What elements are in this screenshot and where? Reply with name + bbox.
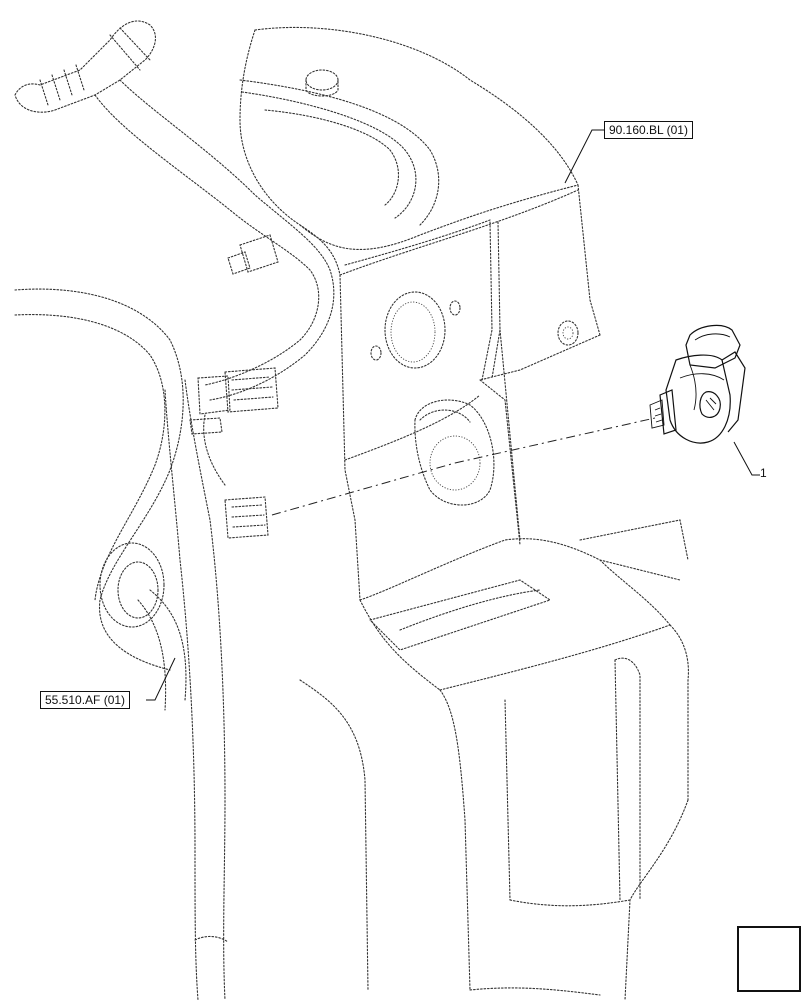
alignment-lines (271, 417, 656, 516)
cab-panel-outline (239, 26, 689, 1000)
power-socket-icon (649, 324, 746, 444)
navigation-button[interactable] (737, 926, 801, 992)
reference-label-lower[interactable]: 55.510.AF (01) (40, 691, 131, 709)
reference-label-upper[interactable]: 90.160.BL (01) (604, 121, 693, 139)
leader-lines (146, 129, 760, 701)
wire-harness (14, 20, 335, 1000)
item-callout: 1 (760, 466, 767, 480)
